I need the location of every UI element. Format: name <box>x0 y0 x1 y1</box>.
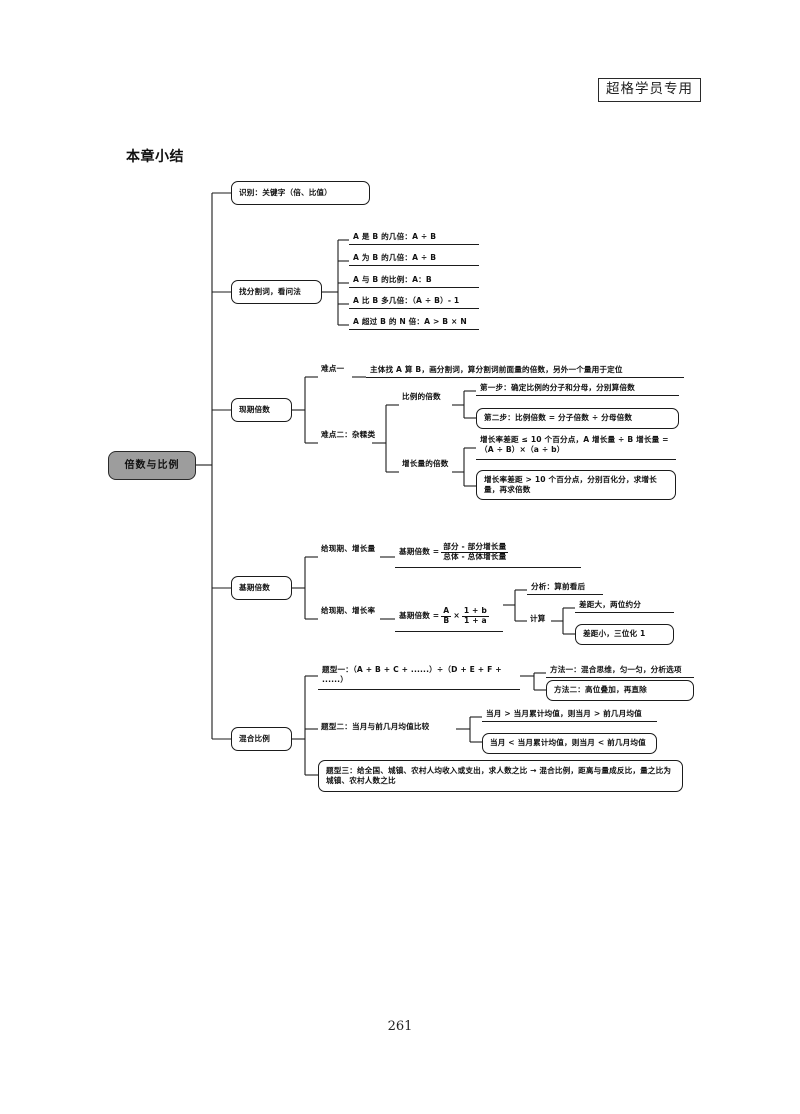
formula2-operator: × <box>453 610 460 620</box>
page-number: 261 <box>387 1019 413 1034</box>
node-rule-item-4[interactable]: A 比 B 多几倍：（A ÷ B）- 1 <box>349 295 479 310</box>
node-question-type-3[interactable]: 题型三：给全国、城镇、农村人均收入或支出，求人数之比 → 混合比例，距离与量成反… <box>318 760 683 792</box>
node-rule-item-5[interactable]: A 超过 B 的 N 倍：A > B × N <box>349 316 479 331</box>
formula2-f2-numerator: 1 + b <box>461 606 489 617</box>
formula2-f1-denominator: B <box>443 616 450 625</box>
node-question-type-2[interactable]: 题型二：当月与前几月均值比较 <box>318 721 433 734</box>
node-branch-current-multiple[interactable]: 现期倍数 <box>231 398 292 422</box>
node-rule-item-3[interactable]: A 与 B 的比例：A：B <box>349 274 479 289</box>
node-ratio-step-1[interactable]: 第一步：确定比例的分子和分母，分别算倍数 <box>476 382 679 397</box>
formula1-prefix: 基期倍数 = <box>399 546 440 556</box>
node-given-current-growth-amount[interactable]: 给现期、增长量 <box>318 543 379 556</box>
node-base-multiple-formula-1[interactable]: 基期倍数 = 部分 - 部分增长量 总体 - 总体增长量 <box>395 538 581 568</box>
node-difficulty-one-label[interactable]: 难点一 <box>318 363 348 376</box>
node-growth-rule-1[interactable]: 增长率差距 ≤ 10 个百分点，A 增长量 ÷ B 增长量 =（A ÷ B）×（… <box>476 432 676 460</box>
formula2-f2-denominator: 1 + a <box>463 616 487 625</box>
node-rule-item-1[interactable]: A 是 B 的几倍：A ÷ B <box>349 231 479 246</box>
node-branch-split-word[interactable]: 找分割词，看问法 <box>231 280 322 304</box>
node-growth-rule-2[interactable]: 增长率差距 > 10 个百分点，分别百化分，求增长量，再求倍数 <box>476 470 676 500</box>
node-calculation-label[interactable]: 计算 <box>527 613 549 626</box>
node-method-1[interactable]: 方法一：混合思维，匀一匀，分析选项 <box>546 664 694 679</box>
node-rule-item-2[interactable]: A 为 B 的几倍：A ÷ B <box>349 252 479 267</box>
node-type2-item-1[interactable]: 当月 > 当月累计均值，则当月 > 前几月均值 <box>482 708 657 723</box>
node-method-2[interactable]: 方法二：高位叠加，再直除 <box>546 680 694 701</box>
node-branch-identify[interactable]: 识别：关键字（倍、比值） <box>231 181 370 205</box>
node-ratio-step-2[interactable]: 第二步：比例倍数 = 分子倍数 ÷ 分母倍数 <box>476 408 679 429</box>
node-calc-item-1[interactable]: 差距大，两位约分 <box>575 599 674 614</box>
node-calc-item-2[interactable]: 差距小，三位化 1 <box>575 624 674 645</box>
node-base-multiple-formula-2[interactable]: 基期倍数 = A B × 1 + b 1 + a <box>395 602 503 632</box>
node-question-type-1[interactable]: 题型一：（A + B + C + ......）÷（D + E + F + ..… <box>318 662 520 690</box>
node-branch-base-multiple[interactable]: 基期倍数 <box>231 576 292 600</box>
node-branch-mixed-ratio[interactable]: 混合比例 <box>231 727 292 751</box>
node-analysis-label[interactable]: 分析：算前看后 <box>527 581 603 596</box>
formula1-numerator: 部分 - 部分增长量 <box>441 542 509 553</box>
formula2-f1-numerator: A <box>441 606 452 617</box>
formula2-fraction-rate: 1 + b 1 + a <box>461 606 489 625</box>
formula2-fraction-a-over-b: A B <box>441 606 452 625</box>
watermark-stamp: 超格学员专用 <box>598 78 701 102</box>
formula1-denominator: 总体 - 总体增长量 <box>443 552 507 561</box>
page-title: 本章小结 <box>126 149 184 165</box>
node-growth-multiple-label[interactable]: 增长量的倍数 <box>399 458 452 471</box>
node-type2-item-2[interactable]: 当月 < 当月累计均值，则当月 < 前几月均值 <box>482 733 657 754</box>
node-given-current-growth-rate[interactable]: 给现期、增长率 <box>318 605 379 618</box>
mindmap-root-node[interactable]: 倍数与比例 <box>108 451 196 480</box>
formula2-prefix: 基期倍数 = <box>399 610 440 620</box>
node-ratio-multiple-label[interactable]: 比例的倍数 <box>399 391 444 404</box>
formula1-fraction: 部分 - 部分增长量 总体 - 总体增长量 <box>441 542 509 561</box>
node-difficulty-one-text[interactable]: 主体找 A 算 B，画分割词，算分割词前面量的倍数，另外一个量用于定位 <box>366 364 684 379</box>
node-difficulty-two-label[interactable]: 难点二：杂糅类 <box>318 429 379 442</box>
